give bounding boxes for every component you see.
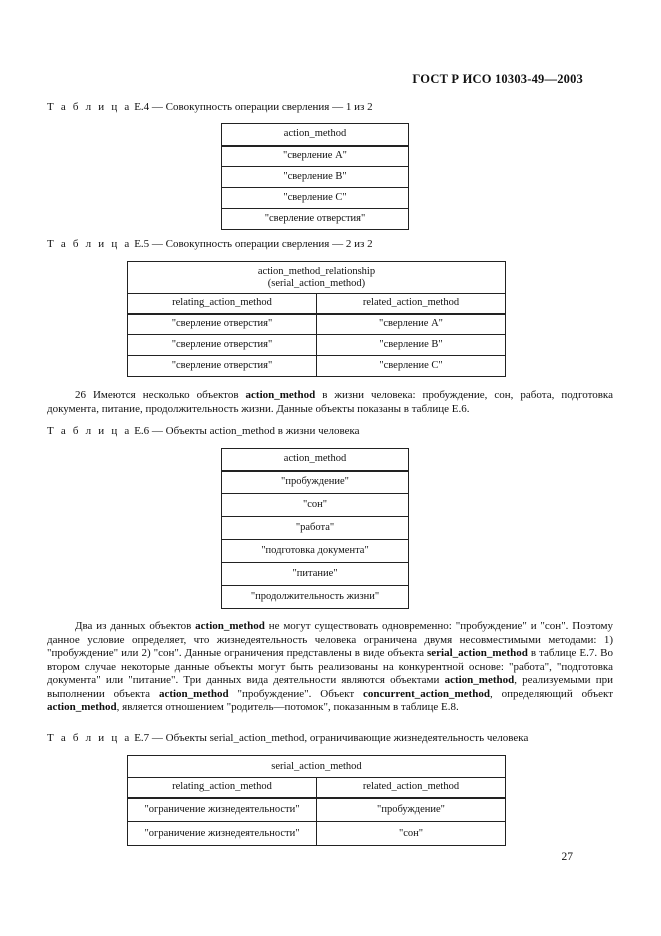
table-cell: "сверление отверстия" xyxy=(127,355,317,377)
table-cell: "сверление C" xyxy=(221,187,409,209)
table-cell: "сверление отверстия" xyxy=(127,313,317,335)
table-cell: "питание" xyxy=(221,562,409,586)
table-cell: "ограничение жизнедеятельности" xyxy=(127,821,317,846)
caption-prefix: Т а б л и ц а xyxy=(47,425,132,437)
caption-text: Е.5 — Совокупность операции сверления — … xyxy=(131,238,373,250)
caption-prefix: Т а б л и ц а xyxy=(47,732,132,744)
table-title-line: action_method_relationship xyxy=(257,265,376,277)
table-title-cell: serial_action_method xyxy=(127,755,506,778)
bold-term: concurrent_action_method xyxy=(363,687,490,700)
text-run: Два из данных объектов xyxy=(75,620,196,632)
text-run: в таблице Е.7. Во втором случае некоторы… xyxy=(47,647,614,686)
caption-prefix: Т а б л и ц а xyxy=(47,238,132,250)
table-cell: "сверление отверстия" xyxy=(221,208,409,230)
column-header: relating_action_method xyxy=(127,293,317,315)
table-header: action_method xyxy=(221,448,409,472)
text-run: 26 Имеются несколько объектов xyxy=(75,389,246,401)
table-e4: action_method "сверление A" "сверление B… xyxy=(221,123,409,230)
bold-term: serial_action_method xyxy=(427,647,528,659)
text-run: , определяющий объект xyxy=(489,687,614,700)
table-e6-caption: Т а б л и ц а Е.6 — Объекты action_metho… xyxy=(47,425,360,437)
table-e5: action_method_relationship(serial_action… xyxy=(127,261,506,377)
paragraph-26: 26 Имеются несколько объектов action_met… xyxy=(47,389,613,416)
bold-term: action_method xyxy=(158,687,229,700)
column-header: relating_action_method xyxy=(127,777,317,799)
table-cell: "пробуждение" xyxy=(316,797,506,822)
table-cell: "сверление B" xyxy=(316,334,506,356)
table-cell: "сон" xyxy=(221,493,409,517)
column-header: related_action_method xyxy=(316,777,506,799)
column-header: related_action_method xyxy=(316,293,506,315)
table-cell: "продолжительность жизни" xyxy=(221,585,409,609)
table-cell: "работа" xyxy=(221,516,409,540)
text-run: "пробуждение". Объект xyxy=(228,687,364,700)
table-e6: action_method "пробуждение" "сон" "работ… xyxy=(221,448,409,609)
paragraph-concurrent: Два из данных объектов action_method не … xyxy=(47,620,613,715)
caption-text: Е.6 — Объекты action_method в жизни чело… xyxy=(131,425,360,437)
table-header: action_method xyxy=(221,123,409,147)
table-cell: "сверление C" xyxy=(316,355,506,377)
document-header: ГОСТ Р ИСО 10303-49—2003 xyxy=(412,72,583,86)
bold-term: action_method xyxy=(47,701,117,713)
table-title-cell: action_method_relationship(serial_action… xyxy=(127,261,506,294)
table-cell: "сверление A" xyxy=(316,313,506,335)
table-cell: "сверление отверстия" xyxy=(127,334,317,356)
table-cell: "сон" xyxy=(316,821,506,846)
text-run: в жизни человека: пробуждение, сон, рабо… xyxy=(47,389,613,415)
caption-text: Е.4 — Совокупность операции сверления — … xyxy=(131,101,373,113)
table-e5-caption: Т а б л и ц а Е.5 — Совокупность операци… xyxy=(47,238,373,250)
table-cell: "пробуждение" xyxy=(221,470,409,494)
bold-term: action_method xyxy=(195,620,265,632)
table-title-line: (serial_action_method) xyxy=(267,277,366,289)
caption-prefix: Т а б л и ц а xyxy=(47,101,132,113)
text-run: , реализуемыми при выполнении объекта xyxy=(47,674,613,700)
caption-text: Е.7 — Объекты serial_action_method, огра… xyxy=(131,732,529,744)
bold-term: action_method xyxy=(444,674,515,686)
table-cell: "подготовка документа" xyxy=(221,539,409,563)
bold-term: action_method xyxy=(245,389,316,401)
text-run: не могут существовать одновременно: "про… xyxy=(47,620,613,659)
text-run: , является отношением "родитель—потомок"… xyxy=(116,701,459,713)
table-e7-caption: Т а б л и ц а Е.7 — Объекты serial_actio… xyxy=(47,732,528,744)
table-e4-caption: Т а б л и ц а Е.4 — Совокупность операци… xyxy=(47,101,373,113)
page-number: 27 xyxy=(561,851,574,863)
table-cell: "сверление B" xyxy=(221,166,409,188)
table-cell: "ограничение жизнедеятельности" xyxy=(127,797,317,822)
table-e7: serial_action_method relating_action_met… xyxy=(127,755,506,846)
table-cell: "сверление A" xyxy=(221,145,409,167)
